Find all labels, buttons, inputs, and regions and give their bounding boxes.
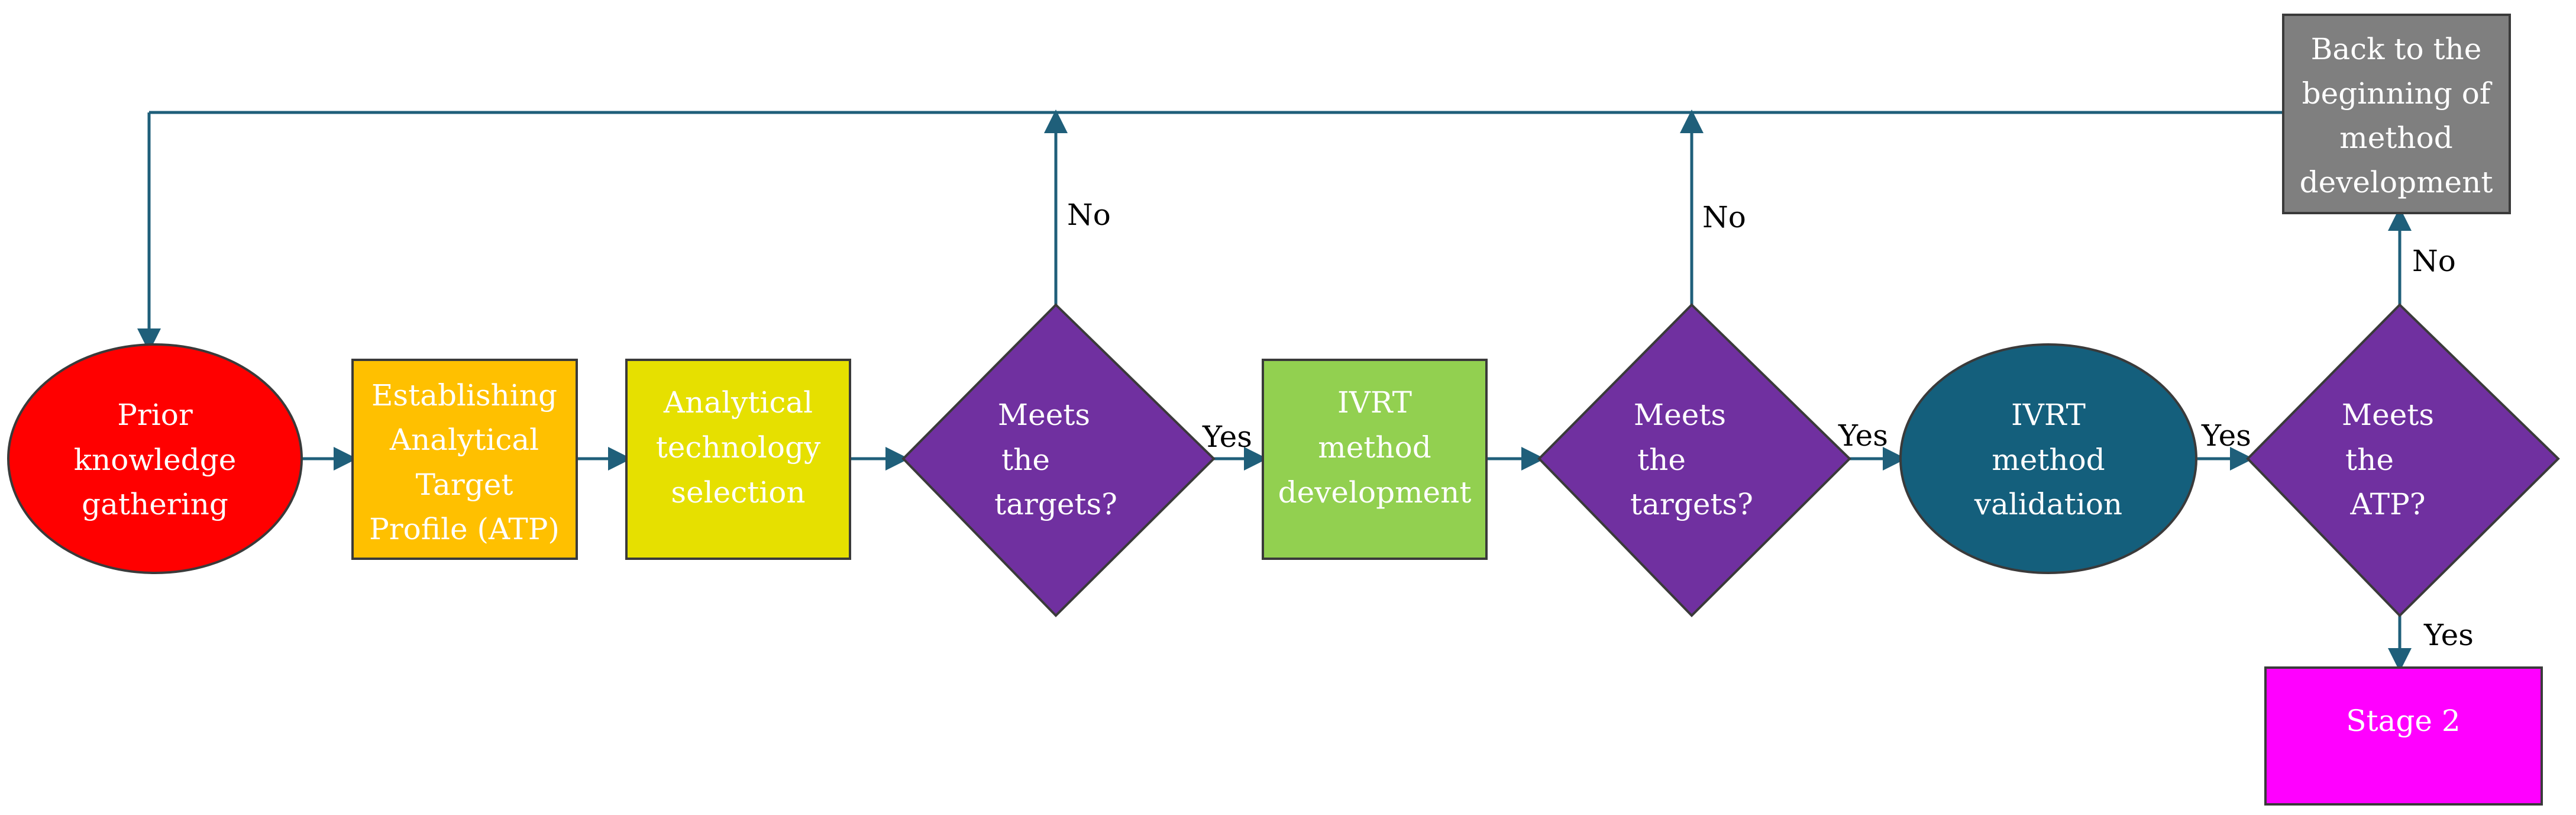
prior-ellipse [7, 343, 303, 574]
decision2-label-1: Meets [1634, 398, 1726, 432]
node-atp: Establishing Analytical Target Profile (… [351, 359, 578, 560]
stage2-box [2264, 666, 2543, 806]
prior-label-2: knowledge [74, 443, 237, 477]
validation-label-2: method [1992, 443, 2105, 477]
label-d1-yes: Yes [1202, 420, 1252, 454]
edges [137, 109, 2412, 672]
validation-label-3: validation [1974, 487, 2122, 521]
decision2-label-3: targets? [1630, 487, 1753, 521]
development-label-2: method [1318, 430, 1431, 465]
development-label-1: IVRT [1337, 385, 1412, 420]
atp-label-2: Analytical [389, 423, 539, 457]
atp-label-4: Profile (ATP) [369, 512, 560, 546]
decision1-label-3: targets? [994, 487, 1117, 521]
atp-label-1: Establishing [371, 378, 557, 413]
technology-label-2: technology [656, 430, 821, 465]
back-label-3: method [2339, 121, 2452, 155]
validation-label-1: IVRT [2011, 398, 2086, 432]
label-d2-no: No [1702, 200, 1746, 234]
decision3-diamond [2246, 303, 2560, 617]
decision3-label-1: Meets [2342, 398, 2434, 432]
technology-box [625, 359, 851, 560]
label-d3-yes: Yes [2201, 418, 2251, 453]
node-technology: Analytical technology selection [625, 359, 851, 560]
decision1-label-1: Meets [998, 398, 1090, 432]
atp-box [351, 359, 578, 560]
label-d3-no: No [2412, 244, 2456, 278]
edge-labels: Yes No Yes No Yes No Yes [1067, 198, 2474, 652]
label-d1-no: No [1067, 198, 1111, 232]
decision2-diamond [1537, 303, 1851, 617]
validation-ellipse [1899, 343, 2197, 574]
node-decision3: Meets the ATP? [2246, 303, 2560, 617]
decision1-diamond [901, 303, 1216, 617]
decision1-label-2: the [1001, 443, 1050, 477]
development-label-3: development [1278, 475, 1472, 510]
technology-label-3: selection [671, 475, 805, 510]
back-label-2: beginning of [2302, 76, 2493, 111]
back-box [2282, 14, 2511, 214]
atp-label-3: Target [416, 468, 513, 502]
label-d3-down-yes: Yes [2423, 618, 2474, 652]
development-box [1262, 359, 1488, 560]
decision3-label-2: the [2345, 443, 2394, 477]
node-decision1: Meets the targets? [901, 303, 1216, 617]
prior-label-1: Prior [117, 398, 193, 432]
stage2-label: Stage 2 [2346, 704, 2460, 738]
node-validation: IVRT method validation [1899, 343, 2197, 574]
label-d2-yes: Yes [1838, 418, 1888, 453]
decision2-label-2: the [1637, 443, 1686, 477]
technology-label-1: Analytical [663, 385, 813, 420]
prior-label-3: gathering [82, 487, 228, 521]
node-decision2: Meets the targets? [1537, 303, 1851, 617]
back-label-4: development [2300, 165, 2493, 199]
node-stage2: Stage 2 [2264, 666, 2543, 806]
node-development: IVRT method development [1262, 359, 1488, 560]
node-back: Back to the beginning of method developm… [2282, 14, 2511, 214]
node-prior: Prior knowledge gathering [7, 343, 303, 574]
back-label-1: Back to the [2311, 32, 2482, 66]
decision3-label-3: ATP? [2349, 487, 2425, 521]
